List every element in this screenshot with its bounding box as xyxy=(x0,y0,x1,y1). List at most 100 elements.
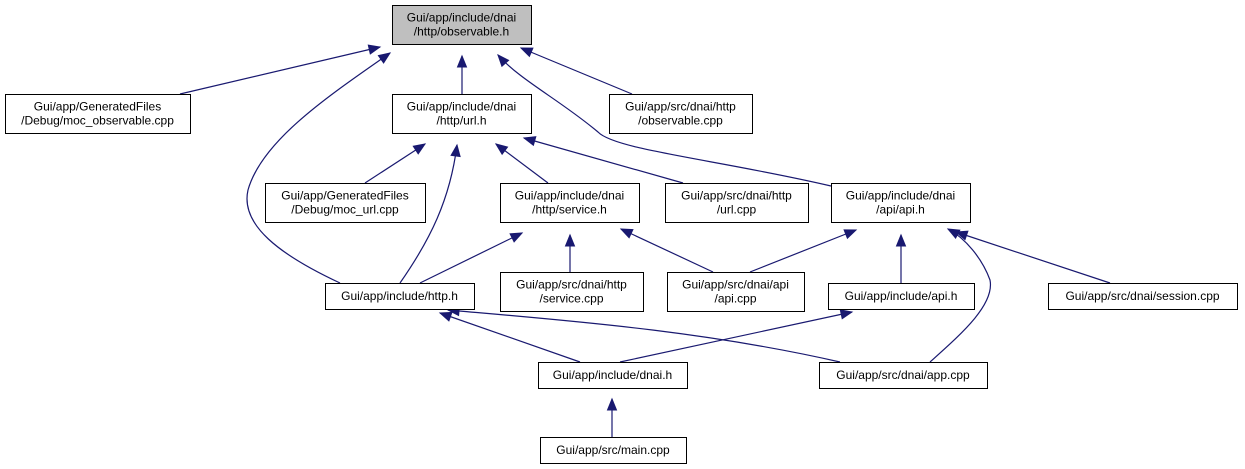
node-box xyxy=(500,183,640,223)
edge-url_h-to-observable_h xyxy=(456,54,468,94)
node-box xyxy=(828,283,975,310)
edge-arrowhead xyxy=(606,397,618,411)
node-service-h[interactable]: Gui/app/include/dnai/http/service.h xyxy=(500,183,640,223)
edge-api_api_h-to-observable_h xyxy=(497,54,832,187)
edge-arrowhead xyxy=(438,311,453,322)
node-label-line: Gui/app/src/dnai/http xyxy=(625,100,736,114)
node-app-cpp[interactable]: Gui/app/src/dnai/app.cpp xyxy=(819,362,988,389)
node-box xyxy=(831,183,971,223)
edge-arrowhead xyxy=(367,44,382,55)
node-include-api-h[interactable]: Gui/app/include/api.h xyxy=(828,283,975,310)
edge-app_cpp-to-http_h xyxy=(446,305,841,363)
edge-dnai_h-to-include_api_h xyxy=(619,309,854,363)
edge-api_cpp-to-service_h xyxy=(619,228,714,273)
edge-api_cpp-to-api_api_h xyxy=(749,229,858,273)
edge-line xyxy=(497,54,832,187)
node-label-line: Gui/app/src/dnai/app.cpp xyxy=(836,368,970,382)
node-label-line: /Debug/moc_observable.cpp xyxy=(21,114,174,128)
node-observable-h[interactable]: Gui/app/include/dnai/http/observable.h xyxy=(392,5,532,45)
node-label-line: /http/url.h xyxy=(436,114,486,128)
edge-arrowhead xyxy=(954,230,969,241)
edge-http_h-to-url_h xyxy=(399,143,461,284)
graph-edges xyxy=(179,44,1111,437)
node-box xyxy=(609,94,753,134)
node-label-line: Gui/app/src/dnai/http xyxy=(681,189,792,203)
node-dnai-h[interactable]: Gui/app/include/dnai.h xyxy=(538,362,688,389)
edge-arrowhead xyxy=(412,143,427,155)
edge-line xyxy=(749,229,857,273)
node-box xyxy=(265,183,426,223)
edge-arrowhead xyxy=(494,143,509,156)
node-label-line: /api.cpp xyxy=(714,292,756,306)
node-label-line: Gui/app/GeneratedFiles xyxy=(281,189,408,203)
edge-observable_cpp-to-observable_h xyxy=(519,47,633,95)
node-label-line: Gui/app/include/api.h xyxy=(845,289,958,303)
node-label-line: Gui/app/GeneratedFiles xyxy=(34,100,161,114)
edge-line xyxy=(619,311,853,363)
node-label-line: Gui/app/include/dnai.h xyxy=(553,368,672,382)
node-label-line: Gui/app/src/dnai/session.cpp xyxy=(1065,289,1219,303)
node-box xyxy=(1048,283,1238,310)
node-label-line: Gui/app/include/http.h xyxy=(341,289,458,303)
edge-arrowhead xyxy=(619,228,634,239)
node-label-line: /Debug/moc_url.cpp xyxy=(291,203,399,217)
node-label-line: Gui/app/src/dnai/api xyxy=(682,278,789,292)
node-label-line: Gui/app/include/dnai xyxy=(515,189,624,203)
node-label-line: /http/service.h xyxy=(532,203,607,217)
edge-include_api_h-to-api_api_h xyxy=(895,233,907,283)
node-moc-observable[interactable]: Gui/app/GeneratedFiles/Debug/moc_observa… xyxy=(5,94,191,134)
node-label-line: Gui/app/include/dnai xyxy=(407,100,516,114)
node-observable-cpp[interactable]: Gui/app/src/dnai/http/observable.cpp xyxy=(609,94,753,134)
edge-service_h-to-url_h xyxy=(494,143,549,184)
node-box xyxy=(665,183,809,223)
node-label-line: /api/api.h xyxy=(876,203,925,217)
edge-line xyxy=(520,47,633,95)
node-moc-url[interactable]: Gui/app/GeneratedFiles/Debug/moc_url.cpp xyxy=(265,183,426,223)
edge-line xyxy=(620,228,714,273)
edge-line xyxy=(419,232,523,284)
node-box xyxy=(392,5,532,45)
edge-arrowhead xyxy=(564,233,576,247)
node-label-line: Gui/app/include/dnai xyxy=(407,11,516,25)
edge-line xyxy=(399,144,458,284)
node-label-line: /url.cpp xyxy=(717,203,757,217)
node-session-cpp[interactable]: Gui/app/src/dnai/session.cpp xyxy=(1048,283,1238,310)
node-label-line: Gui/app/include/dnai xyxy=(846,189,955,203)
edge-dnai_h-to-http_h xyxy=(438,311,581,363)
node-service-cpp[interactable]: Gui/app/src/dnai/http/service.cpp xyxy=(500,272,644,312)
edge-arrowhead xyxy=(843,229,858,240)
edge-session_cpp-to-api_api_h xyxy=(954,230,1111,284)
edge-service_cpp-to-service_h xyxy=(564,233,576,272)
node-main-cpp[interactable]: Gui/app/src/main.cpp xyxy=(540,437,687,464)
node-api-api-h[interactable]: Gui/app/include/dnai/api/api.h xyxy=(831,183,971,223)
node-box xyxy=(540,437,687,464)
edge-arrowhead xyxy=(509,232,524,243)
node-label-line: /http/observable.h xyxy=(414,25,509,39)
edge-arrowhead xyxy=(519,47,534,58)
edge-line xyxy=(179,46,381,95)
node-box xyxy=(325,283,475,310)
edge-line xyxy=(523,137,684,184)
edge-http_h-to-service_h xyxy=(419,232,524,284)
edge-line xyxy=(447,309,841,363)
node-box xyxy=(500,272,644,312)
node-url-h[interactable]: Gui/app/include/dnai/http/url.h xyxy=(392,94,532,134)
edge-arrowhead xyxy=(946,228,961,239)
edge-moc_observable-to-observable_h xyxy=(179,44,382,95)
edge-arrowhead xyxy=(377,52,392,64)
node-url-cpp[interactable]: Gui/app/src/dnai/http/url.cpp xyxy=(665,183,809,223)
node-label-line: /observable.cpp xyxy=(638,114,723,128)
edge-line xyxy=(439,312,581,363)
edge-arrowhead xyxy=(895,233,907,247)
edge-line xyxy=(955,231,1111,284)
node-box xyxy=(392,94,532,134)
edge-http_h-to-observable_h xyxy=(246,52,392,284)
node-box xyxy=(5,94,191,134)
edge-line xyxy=(929,228,992,363)
node-label-line: /service.cpp xyxy=(539,292,603,306)
node-api-cpp[interactable]: Gui/app/src/dnai/api/api.cpp xyxy=(667,272,805,312)
edge-arrowhead xyxy=(456,54,468,68)
node-box xyxy=(667,272,805,312)
node-http-h[interactable]: Gui/app/include/http.h xyxy=(325,283,475,310)
